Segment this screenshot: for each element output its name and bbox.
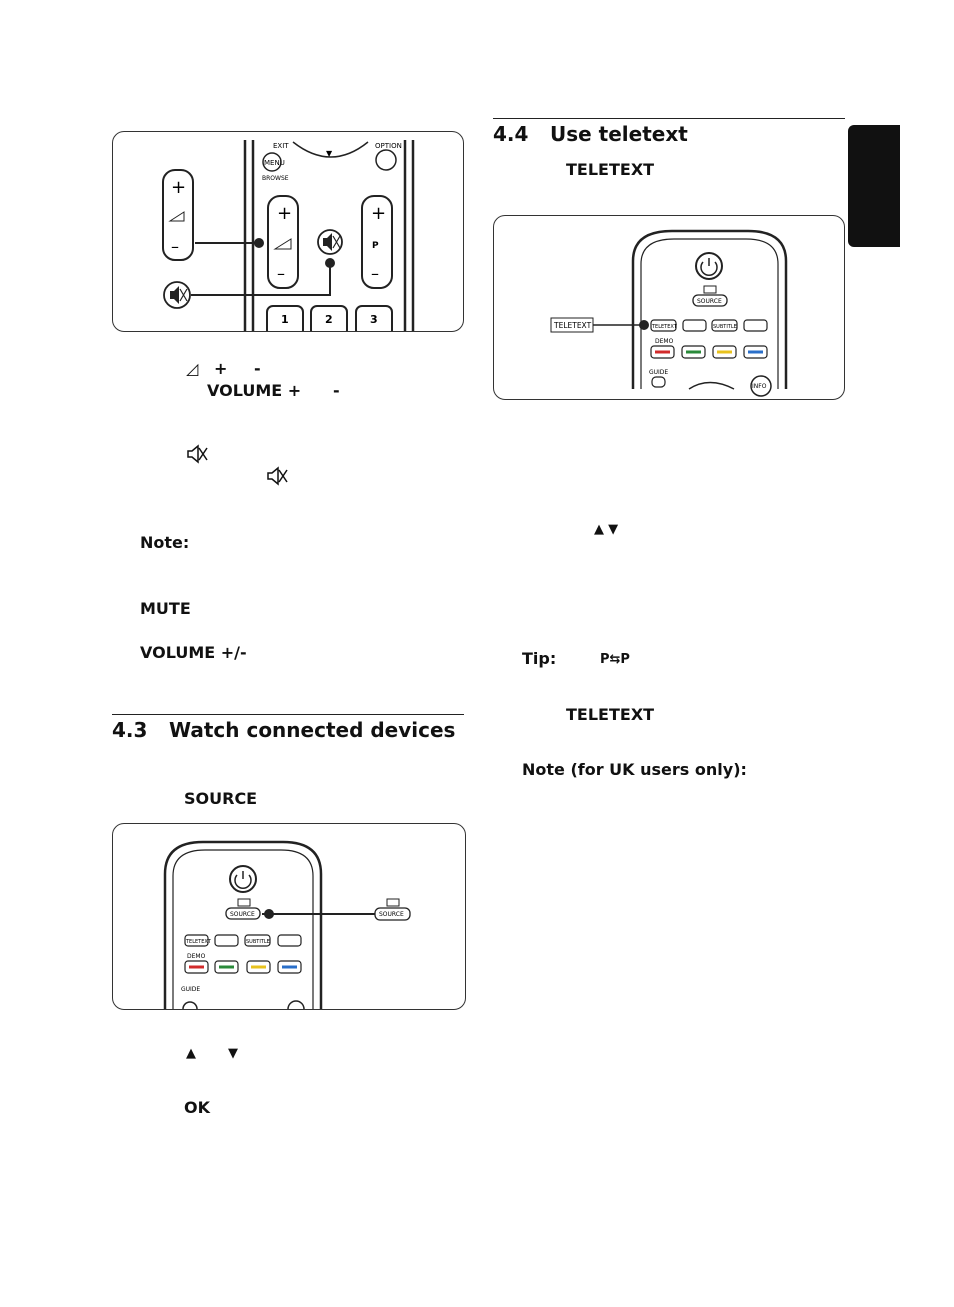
svg-text:SOURCE: SOURCE: [379, 911, 404, 918]
svg-text:1: 1: [281, 313, 289, 326]
figure-volume-remote: EXIT MENU BROWSE ▼ OPTION + – + P – 1 2 …: [112, 131, 464, 332]
source-label: SOURCE: [184, 789, 258, 808]
vol-plus-symbol: +: [214, 359, 228, 378]
remote-exit-label: EXIT: [273, 142, 289, 150]
pip-swap-icon: P⇆P: [600, 652, 630, 667]
volume-pm-label: VOLUME +/-: [140, 643, 247, 662]
svg-text:–: –: [171, 237, 179, 256]
option-button: [375, 149, 397, 171]
remote-mute-button: [317, 229, 343, 255]
svg-text:TELETEXT: TELETEXT: [185, 939, 212, 945]
teletext-label: TELETEXT: [566, 160, 655, 179]
power-button: [229, 865, 257, 893]
language-side-tab: [848, 125, 900, 247]
figure-source-remote: SOURCE SOURCE TELETEXT SUBTITLE DEMO GUI…: [112, 823, 466, 1010]
section-43-number: 4.3: [112, 718, 148, 742]
source-remote-illustration: SOURCE SOURCE TELETEXT SUBTITLE DEMO GUI…: [163, 840, 411, 1009]
svg-text:+: +: [277, 203, 292, 224]
volume-minus-label: -: [333, 381, 340, 400]
section-43-rule: [112, 714, 464, 715]
svg-text:SOURCE: SOURCE: [697, 298, 722, 305]
svg-text:TELETEXT: TELETEXT: [553, 321, 592, 330]
section-44-rule: [493, 118, 845, 119]
svg-text:+: +: [171, 177, 186, 198]
teletext-remote-illustration: SOURCE TELETEXT TELETEXT SUBTITLE DEMO G…: [550, 229, 788, 397]
remote-menu-label: MENU: [264, 159, 285, 167]
remote-volume-rocker: [267, 195, 299, 289]
svg-text:SUBTITLE: SUBTITLE: [713, 324, 737, 330]
svg-text:TELETEXT: TELETEXT: [651, 324, 678, 330]
section-44-number: 4.4: [493, 122, 529, 146]
svg-text:P: P: [372, 241, 379, 251]
svg-text:INFO: INFO: [752, 383, 767, 390]
mute-icon: [266, 466, 288, 490]
vol-minus-symbol: -: [254, 359, 261, 378]
svg-text:GUIDE: GUIDE: [181, 986, 200, 993]
mute-label: MUTE: [140, 599, 191, 618]
ok-label: OK: [184, 1098, 210, 1117]
remote-down-arrow: ▼: [326, 149, 333, 158]
volume-plus-label: VOLUME +: [207, 381, 302, 400]
svg-text:DEMO: DEMO: [655, 338, 674, 345]
section-43-title: Watch connected devices: [169, 718, 456, 742]
note-label: Note:: [140, 533, 190, 552]
note-uk-label: Note (for UK users only):: [522, 760, 747, 779]
remote-source-button: [692, 294, 728, 307]
svg-text:SOURCE: SOURCE: [230, 911, 255, 918]
power-button: [695, 252, 723, 280]
svg-text:SUBTITLE: SUBTITLE: [246, 939, 270, 945]
arrow-down-icon: ▼: [228, 1046, 238, 1061]
callout-source-button: [374, 907, 411, 921]
svg-text:+: +: [371, 203, 386, 224]
teletext-label-2: TELETEXT: [566, 705, 655, 724]
section-44-title: Use teletext: [550, 122, 688, 146]
svg-text:DEMO: DEMO: [187, 953, 206, 960]
volume-remote-illustration: EXIT MENU BROWSE ▼ OPTION + – + P – 1 2 …: [162, 140, 415, 331]
callout-mute-button: [163, 281, 191, 309]
remote-browse-label: BROWSE: [262, 175, 289, 182]
figure-teletext-remote: SOURCE TELETEXT TELETEXT SUBTITLE DEMO G…: [493, 215, 845, 400]
vol-symbol: ◿: [186, 359, 199, 378]
svg-text:3: 3: [370, 313, 378, 326]
arrow-up-icon: ▲: [186, 1046, 196, 1061]
mute-icon: [186, 444, 208, 468]
menu-button: [262, 152, 282, 172]
tip-label: Tip:: [522, 649, 557, 668]
arrow-up-down-icons: ▲ ▼: [594, 522, 619, 537]
svg-text:–: –: [277, 264, 285, 283]
remote-source-button: [225, 907, 261, 920]
callout-volume-rocker: [162, 169, 194, 261]
remote-program-rocker: [361, 195, 393, 289]
remote-option-label: OPTION: [375, 142, 402, 150]
svg-text:GUIDE: GUIDE: [649, 369, 668, 376]
svg-text:2: 2: [325, 313, 333, 326]
svg-text:–: –: [371, 264, 379, 283]
